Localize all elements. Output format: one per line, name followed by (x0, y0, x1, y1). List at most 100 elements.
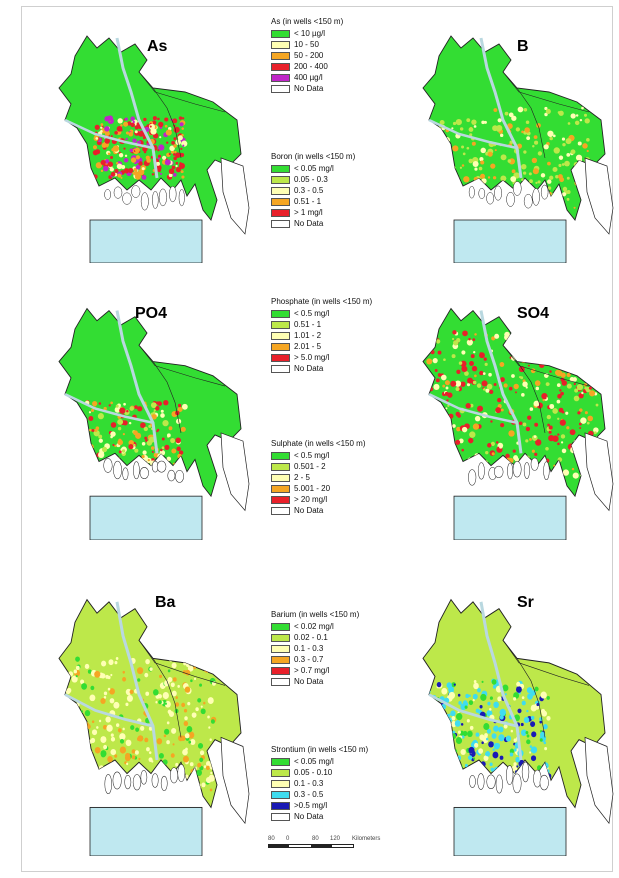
legend-item: < 10 µg/l (271, 28, 343, 39)
legend-title: As (in wells <150 m) (271, 17, 344, 26)
delta-island (540, 184, 549, 200)
delta-island (140, 192, 149, 211)
division-boundary (152, 87, 182, 159)
river-ganges (428, 693, 518, 728)
delta-island (486, 192, 495, 205)
legend-title: Strontium (in wells <150 m) (271, 745, 369, 754)
legend-label: 5.001 - 20 (294, 484, 331, 493)
delta-island (506, 191, 515, 207)
map-title: Sr (517, 594, 534, 611)
legend-label: 0.05 - 0.3 (294, 175, 328, 184)
neighbour-outline (220, 157, 250, 235)
legend-swatch (271, 655, 290, 664)
delta-island (478, 187, 486, 199)
legend-item: No Data (271, 676, 359, 687)
delta-island (122, 467, 129, 481)
legend-swatch (271, 677, 290, 686)
delta-island (512, 773, 522, 794)
legend-swatch (271, 186, 290, 195)
legend-item: > 20 mg/l (271, 494, 366, 505)
delta-island (167, 469, 176, 482)
delta-island (523, 193, 533, 209)
scale-tick: 80 (312, 836, 319, 842)
delta-island (493, 465, 504, 478)
map-sr: Sr (399, 568, 614, 856)
legend-item: 200 - 400 (271, 61, 343, 72)
legend-item: 1.01 - 2 (271, 330, 372, 341)
legend-label: No Data (294, 219, 324, 228)
legend-swatch (271, 29, 290, 38)
legend-swatch (271, 495, 290, 504)
legend-label: 400 µg/l (294, 73, 323, 82)
division-boundary (502, 71, 590, 113)
scale-tick: 120 (330, 836, 341, 842)
legend-swatch (271, 757, 290, 766)
map-title: Ba (155, 594, 176, 611)
legend-swatch (271, 219, 290, 228)
legend-swatch (271, 353, 290, 362)
legend-item: No Data (271, 83, 343, 94)
delta-island (169, 186, 177, 203)
legend-item: < 0.05 mg/l (271, 163, 355, 174)
river-jamuna (479, 37, 523, 179)
legend-item: >0.5 mg/l (271, 800, 368, 811)
legend-label: 1.01 - 2 (294, 331, 322, 340)
legend-label: 0.1 - 0.3 (294, 779, 324, 788)
legend-label: < 0.5 mg/l (294, 309, 330, 318)
river-ganges (64, 393, 154, 424)
legend-item: 2.01 - 5 (271, 341, 372, 352)
delta-island (112, 771, 122, 790)
legend-label: 0.05 - 0.10 (294, 768, 333, 777)
legend-swatch (271, 506, 290, 515)
division-boundary (138, 640, 226, 686)
neighbour-outline (584, 157, 614, 235)
legend-label: < 0.02 mg/l (294, 622, 334, 631)
scale-unit: Kilometers (352, 836, 381, 842)
legend-swatch (271, 484, 290, 493)
scale-bar: 80 0 80 120 Kilometers (268, 836, 408, 848)
legend-label: 0.1 - 0.3 (294, 644, 324, 653)
legend-swatch (271, 633, 290, 642)
delta-island (156, 460, 167, 473)
legend-swatch (271, 473, 290, 482)
legend-title: Barium (in wells <150 m) (271, 610, 360, 619)
legend-item: 0.1 - 0.3 (271, 643, 359, 654)
delta-island (139, 467, 149, 479)
map-b: B (399, 8, 614, 263)
legend-label: 0.51 - 1 (294, 320, 322, 329)
legend-label: > 0.7 mg/l (294, 666, 330, 675)
delta-island (539, 774, 549, 791)
legend-item: 2 - 5 (271, 472, 366, 483)
legend-label: > 5.0 mg/l (294, 353, 330, 362)
legend-label: 0.3 - 0.7 (294, 655, 324, 664)
river-jamuna (115, 37, 159, 179)
legend-item: > 0.7 mg/l (271, 665, 359, 676)
delta-island (169, 767, 179, 784)
neighbour-outline (584, 736, 614, 825)
legend-swatch (271, 84, 290, 93)
delta-island (103, 458, 113, 473)
legend-swatch (271, 62, 290, 71)
delta-island (177, 764, 186, 783)
legend-title: Boron (in wells <150 m) (271, 152, 356, 161)
delta-island (113, 460, 122, 480)
legend-swatch (271, 462, 290, 471)
legend-item: 10 - 50 (271, 39, 343, 50)
legend-item: > 1 mg/l (271, 207, 355, 218)
legend-item: 0.3 - 0.7 (271, 654, 359, 665)
legend-item: 0.51 - 1 (271, 196, 355, 207)
bay-of-bengal (453, 806, 567, 856)
delta-island (494, 185, 503, 201)
scale-tick: 0 (286, 836, 290, 842)
legend-swatch (271, 451, 290, 460)
figure-frame (21, 6, 613, 872)
delta-island (467, 469, 477, 486)
delta-island (158, 188, 167, 207)
legend-swatch (271, 320, 290, 329)
delta-island (505, 765, 514, 785)
bay-of-bengal (89, 219, 203, 263)
legend-swatch (271, 622, 290, 631)
